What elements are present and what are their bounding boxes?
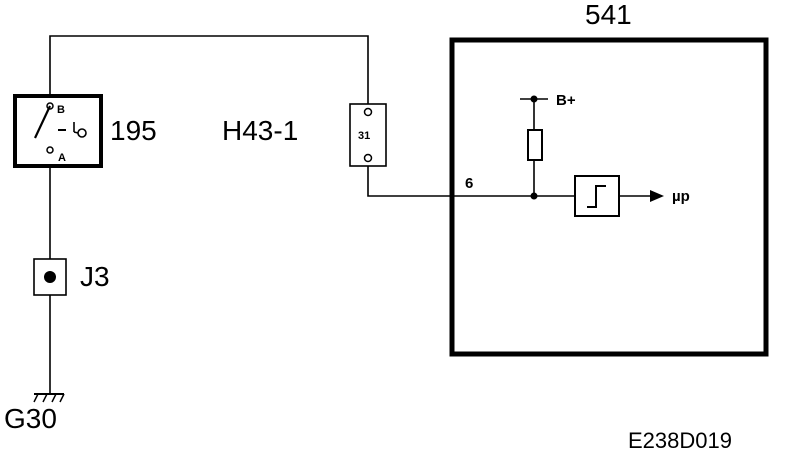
output-label: µp xyxy=(672,188,690,205)
output-arrow-icon xyxy=(650,190,664,202)
module-pin: 6 xyxy=(465,175,473,192)
junction-label: J3 xyxy=(80,261,110,292)
connector-pin: 31 xyxy=(358,130,370,142)
schmitt-trigger xyxy=(574,175,620,217)
switch-terminal-a: A xyxy=(58,152,66,164)
module-label: 541 xyxy=(585,0,632,30)
pullup-resistor xyxy=(520,95,548,200)
supply-label: B+ xyxy=(556,92,576,109)
junction-j3 xyxy=(33,258,67,296)
connector-h43-1: 31 xyxy=(349,103,387,167)
module-541 xyxy=(449,37,769,357)
switch-label: 195 xyxy=(110,115,157,146)
wire-connector-module xyxy=(367,166,575,197)
figure-code: E238D019 xyxy=(628,428,732,453)
switch-195: B A xyxy=(13,94,103,168)
connector-label: H43-1 xyxy=(222,115,298,146)
wire-top xyxy=(49,35,369,104)
ground-symbol xyxy=(33,393,65,403)
switch-terminal-b: B xyxy=(57,104,65,116)
ground-label: G30 xyxy=(4,403,57,434)
